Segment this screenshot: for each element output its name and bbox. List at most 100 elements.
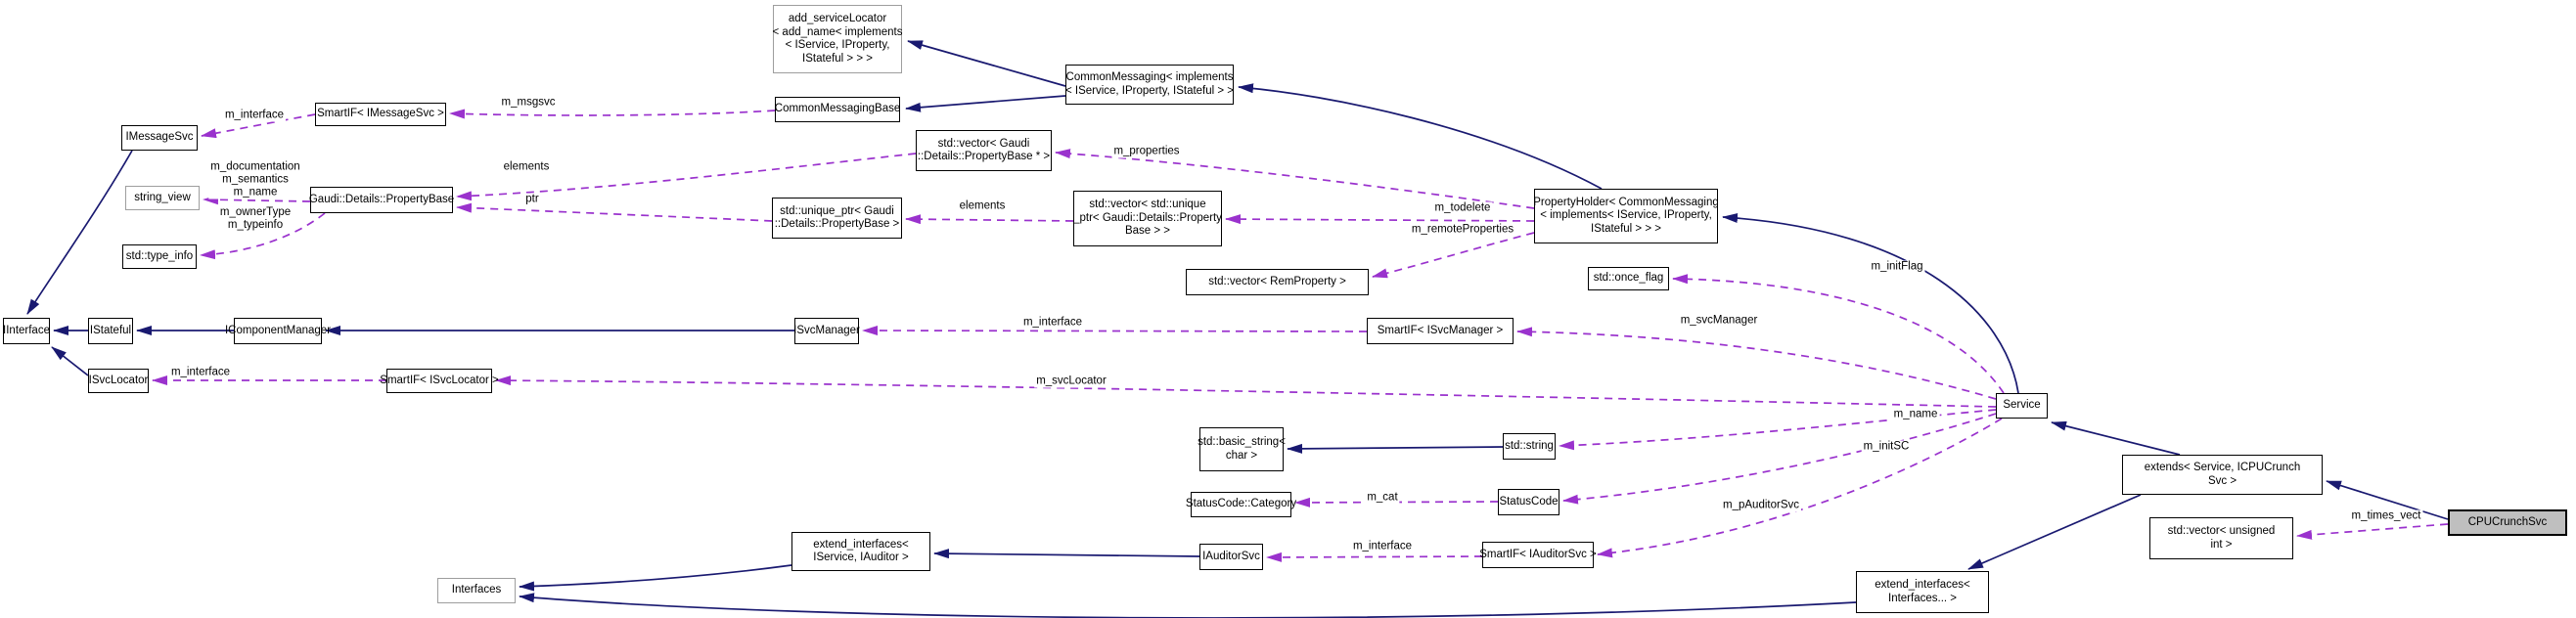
node-isvcmanager[interactable]: ISvcManager — [793, 318, 860, 344]
node-gaudi-details-propertybase[interactable]: Gaudi::Details::PropertyBase — [309, 187, 454, 213]
node-service[interactable]: Service — [1996, 393, 2048, 419]
node-iauditorsvc[interactable]: IAuditorSvc — [1199, 544, 1263, 570]
node-iinterface-line: IInterface — [3, 324, 50, 336]
edge-label-usage-service-to-statuscode: m_initSC — [1861, 440, 1912, 454]
node-propertyholder-commonmessaging-line: PropertyHolder< CommonMessaging — [1533, 196, 1719, 208]
node-propertyholder-commonmessaging-line: IStateful > > > — [1591, 222, 1661, 235]
node-statuscode-category[interactable]: StatusCode::Category — [1186, 492, 1296, 517]
node-std-vector-unsigned-int-line: int > — [2210, 538, 2233, 551]
node-extend-interfaces-interfaces[interactable]: extend_interfaces<Interfaces... > — [1856, 571, 1989, 613]
node-extend-interfaces-interfaces-line: Interfaces... > — [1888, 592, 1957, 604]
node-interfaces[interactable]: Interfaces — [437, 578, 516, 603]
node-std-vector-remproperty-line: std::vector< RemProperty > — [1208, 275, 1346, 287]
node-smartif-isvclocator[interactable]: SmartIF< ISvcLocator > — [380, 369, 499, 393]
node-std-vector-propertybase-ptr[interactable]: std::vector< Gaudi::Details::PropertyBas… — [916, 130, 1052, 171]
edge-inherit-std-string-to-std-basic-string — [1287, 443, 1504, 454]
edge-label-line: m_todelete — [1434, 201, 1491, 214]
node-commonmessaging[interactable]: CommonMessaging< implements< IService, I… — [1065, 65, 1234, 105]
node-std-vector-unique-ptr-propertybase-line: std::vector< std::unique — [1089, 199, 1206, 211]
edge-label-line: m_name — [233, 186, 278, 199]
node-string-view[interactable]: string_view — [125, 186, 200, 210]
edge-usage-vector-propertybase-to-propertybase — [456, 153, 917, 201]
node-extends-service-icpucrunchsvc-line: Svc > — [2207, 474, 2237, 487]
edge-label-line: ptr — [525, 193, 539, 205]
edge-usage-smartif-imessagesvc-to-imessagesvc — [201, 113, 316, 139]
node-add-servicelocator-line: < IService, IProperty, — [785, 39, 890, 51]
edge-label-line: m_times_vect — [2351, 509, 2421, 522]
node-std-string[interactable]: std::string — [1503, 433, 1556, 460]
node-iauditorsvc-line: IAuditorSvc — [1202, 550, 1260, 562]
node-std-once-flag-line: std::once_flag — [1593, 272, 1664, 285]
node-imessagesvc[interactable]: IMessageSvc — [121, 125, 198, 151]
edge-label-usage-smartif-isvcmanager-to-isvcmanager: m_interface — [1020, 316, 1085, 330]
node-smartif-iauditorsvc[interactable]: SmartIF< IAuditorSvc > — [1479, 542, 1597, 568]
edge-usage-smartif-iauditorsvc-to-iauditorsvc — [1266, 552, 1483, 562]
edge-usage-service-to-statuscode — [1562, 413, 1997, 505]
edge-label-line: m_interface — [224, 109, 285, 121]
node-std-vector-propertybase-ptr-line: ::Details::PropertyBase * > — [917, 151, 1051, 162]
node-std-type-info[interactable]: std::type_info — [122, 244, 197, 269]
node-extends-service-icpucrunchsvc-line: extends< Service, ICPUCrunch — [2144, 462, 2301, 473]
edge-usage-propertyholder-to-vector-propertybase — [1055, 149, 1535, 209]
node-std-unique-ptr-propertybase[interactable]: std::unique_ptr< Gaudi::Details::Propert… — [772, 198, 902, 239]
node-iinterface[interactable]: IInterface — [3, 318, 50, 344]
edge-label-line: m_ownerType — [219, 206, 292, 218]
edge-label-usage-smartif-imessagesvc-to-imessagesvc: m_interface — [222, 109, 287, 122]
node-icomponentmanager[interactable]: IComponentManager — [225, 318, 331, 344]
node-interfaces-line: Interfaces — [451, 584, 502, 596]
node-extend-interfaces-interfaces-line: extend_interfaces< — [1875, 579, 1970, 591]
edge-label-line: m_interface — [1352, 540, 1413, 552]
node-istateful[interactable]: IStateful — [88, 318, 133, 344]
node-smartif-isvclocator-line: SmartIF< ISvcLocator > — [380, 374, 499, 386]
edge-label-usage-service-to-smartif-isvcmanager: m_svcManager — [1678, 314, 1760, 328]
node-statuscode-line: StatusCode — [1499, 495, 1559, 508]
node-std-vector-unique-ptr-propertybase[interactable]: std::vector< std::unique_ptr< Gaudi::Det… — [1073, 191, 1222, 246]
node-statuscode[interactable]: StatusCode — [1498, 489, 1559, 515]
node-cpucrunchsvc: CPUCrunchSvc — [2448, 509, 2567, 536]
node-std-vector-unique-ptr-propertybase-line: Base > > — [1124, 225, 1171, 238]
edge-label-usage-propertyholder-to-vector-remproperty: m_remoteProperties — [1409, 223, 1516, 237]
node-std-vector-remproperty[interactable]: std::vector< RemProperty > — [1186, 269, 1369, 295]
edge-usage-service-to-once-flag — [1672, 274, 2005, 394]
edge-inherit-extends-to-service — [2051, 420, 2181, 456]
node-std-basic-string-char[interactable]: std::basic_string<char > — [1198, 427, 1286, 471]
node-std-basic-string-char-line: char > — [1225, 449, 1258, 462]
node-propertyholder-commonmessaging[interactable]: PropertyHolder< CommonMessaging< impleme… — [1533, 189, 1719, 243]
edge-inherit-extend-interfaces2-to-interfaces — [519, 593, 1857, 618]
node-isvcmanager-line: ISvcManager — [793, 324, 860, 336]
node-smartif-imessagesvc[interactable]: SmartIF< IMessageSvc > — [315, 103, 446, 126]
node-add-servicelocator-line: < add_name< implements — [772, 25, 903, 38]
edge-label-line: elements — [959, 199, 1006, 212]
edge-label-line: m_initSC — [1863, 440, 1910, 453]
node-service-line: Service — [2003, 399, 2041, 412]
node-commonmessagingbase[interactable]: CommonMessagingBase — [775, 97, 900, 122]
node-extend-interfaces-iservice-iauditor-line: IService, IAuditor > — [813, 552, 909, 563]
node-extend-interfaces-iservice-iauditor[interactable]: extend_interfaces<IService, IAuditor > — [791, 532, 930, 571]
edge-inherit-propertyholder-to-commonmessaging — [1238, 83, 1603, 190]
edge-label-usage-propertyholder-to-vector-unique: m_todelete — [1432, 201, 1493, 215]
node-add-servicelocator[interactable]: add_serviceLocator< add_name< implements… — [773, 5, 902, 73]
edge-usage-service-to-smartif-isvcmanager — [1516, 327, 1997, 400]
edge-label-line: m_typeinfo — [227, 219, 284, 231]
node-std-vector-unsigned-int-line: std::vector< unsigned — [2167, 525, 2276, 537]
node-propertyholder-commonmessaging-line: < implements< IService, IProperty, — [1540, 209, 1712, 222]
node-commonmessaging-line: CommonMessaging< implements — [1065, 71, 1234, 83]
node-smartif-iauditorsvc-line: SmartIF< IAuditorSvc > — [1479, 548, 1597, 560]
edge-usage-vector-unique-to-unique-ptr — [905, 214, 1074, 225]
edge-label-usage-commonmessagingbase-to-smartif-imessagesvc: m_msgsvc — [499, 96, 558, 110]
edge-label-line: m_remoteProperties — [1411, 223, 1514, 236]
edge-label-line: m_svcLocator — [1036, 375, 1107, 387]
node-isvclocator[interactable]: ISvcLocator — [88, 369, 149, 393]
node-std-unique-ptr-propertybase-line: ::Details::PropertyBase > — [774, 218, 900, 230]
node-std-once-flag[interactable]: std::once_flag — [1588, 267, 1669, 290]
node-std-unique-ptr-propertybase-line: std::unique_ptr< Gaudi — [780, 204, 894, 217]
node-imessagesvc-line: IMessageSvc — [125, 131, 194, 144]
edge-label-line: m_name — [1893, 408, 1938, 420]
node-statuscode-category-line: StatusCode::Category — [1185, 498, 1297, 510]
node-smartif-isvcmanager[interactable]: SmartIF< ISvcManager > — [1367, 318, 1514, 344]
edge-label-usage-smartif-iauditorsvc-to-iauditorsvc: m_interface — [1350, 540, 1415, 553]
